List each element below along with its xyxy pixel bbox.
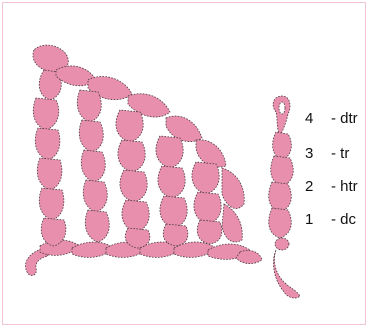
legend-item: 2 - htr bbox=[305, 178, 358, 195]
legend-item: 3 - tr bbox=[305, 145, 349, 162]
legend-label: - htr bbox=[331, 178, 358, 195]
legend-number: 2 bbox=[305, 178, 321, 195]
single-stitch-illustration bbox=[269, 96, 300, 298]
legend-number: 4 bbox=[305, 110, 321, 127]
legend-item: 1 - dc bbox=[305, 211, 356, 228]
legend-label: - tr bbox=[331, 145, 349, 162]
legend-number: 1 bbox=[305, 211, 321, 228]
stitch-tail bbox=[273, 250, 300, 298]
stitch-column-dc bbox=[156, 136, 188, 246]
stitch-column-tr bbox=[77, 90, 109, 242]
legend-item: 4 - dtr bbox=[305, 110, 358, 127]
top-loop bbox=[273, 96, 290, 136]
legend-number: 3 bbox=[305, 145, 321, 162]
stitch-group bbox=[26, 45, 262, 275]
stitch-column-htr bbox=[116, 110, 150, 248]
foundation-chain bbox=[40, 240, 262, 264]
legend-label: - dtr bbox=[331, 110, 358, 127]
stitch-column-short bbox=[192, 162, 244, 244]
legend-label: - dc bbox=[331, 211, 356, 228]
